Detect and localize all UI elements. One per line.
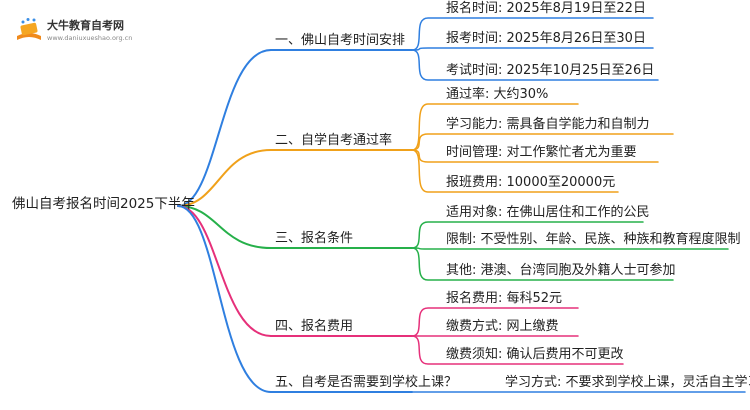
connector-root-to-branch-3 — [177, 205, 272, 249]
branch-2-leaf-3: 时间管理: 对工作繁忙者尤为重要 — [446, 145, 637, 160]
branch-3-label: 三、报名条件 — [275, 231, 354, 246]
brand-logo: 大牛教育自考网 www.daniuxueshao.org.cn — [14, 14, 164, 48]
connector-branch-1-leaf-1 — [411, 17, 654, 51]
connector-root-to-branch-1 — [177, 49, 272, 207]
branch-2-leaf-2: 学习能力: 需具备自学能力和自制力 — [446, 117, 650, 132]
connector-branch-1-leaf-2 — [411, 47, 654, 51]
branch-1-leaf-1: 报名时间: 2025年8月19日至22日 — [446, 1, 646, 16]
connector-branch-3-leaf-2 — [411, 247, 729, 250]
connector-branch-4-leaf-3 — [411, 335, 624, 365]
book-logo-icon — [17, 18, 41, 40]
connector-branch-3-leaf-3 — [411, 247, 674, 281]
branch-4-leaf-3: 缴费须知: 确认后费用不可更改 — [446, 347, 624, 362]
connector-root-to-branch-4 — [177, 205, 272, 337]
branch-2-label: 二、自学自考通过率 — [275, 133, 393, 148]
connector-branch-4-leaf-1 — [411, 307, 579, 337]
connector-branch-2-leaf-1 — [411, 103, 579, 151]
branch-3-leaf-3: 其他: 港澳、台湾同胞及外籍人士可参加 — [446, 263, 676, 278]
brand-name: 大牛教育自考网 — [47, 19, 124, 32]
branch-2-leaf-1: 通过率: 大约30% — [446, 87, 549, 102]
branch-3-leaf-2: 限制: 不受性别、年龄、民族、种族和教育程度限制 — [446, 232, 741, 247]
connector-root-to-branch-2 — [177, 149, 272, 207]
connector-root-to-branch-5 — [177, 205, 272, 393]
branch-2-leaf-4: 报班费用: 10000至20000元 — [446, 175, 616, 190]
brand-url: www.daniuxueshao.org.cn — [47, 34, 133, 42]
connector-branch-3-leaf-1 — [411, 221, 644, 249]
branch-4-leaf-1: 报名费用: 每科52元 — [446, 291, 563, 306]
root-topic: 佛山自考报名时间2025下半年 — [12, 196, 195, 212]
connector-branch-2-leaf-4 — [411, 149, 619, 193]
branch-5-label: 五、自考是否需要到学校上课？ — [275, 375, 458, 390]
branch-1-label: 一、佛山自考时间安排 — [275, 33, 406, 48]
branch-1-leaf-3: 考试时间: 2025年10月25日至26日 — [446, 63, 655, 78]
branch-3-leaf-1: 适用对象: 在佛山居住和工作的公民 — [446, 205, 650, 220]
branch-4-leaf-2: 缴费方式: 网上缴费 — [446, 319, 559, 334]
branch-5-leaf-1: 学习方式: 不要求到学校上课，灵活自主学习 — [505, 375, 750, 390]
branch-4-label: 四、报名费用 — [275, 319, 354, 334]
branch-1-leaf-2: 报考时间: 2025年8月26日至30日 — [446, 31, 646, 46]
connector-branch-2-leaf-2 — [411, 133, 674, 151]
connector-branch-1-leaf-3 — [411, 49, 659, 81]
